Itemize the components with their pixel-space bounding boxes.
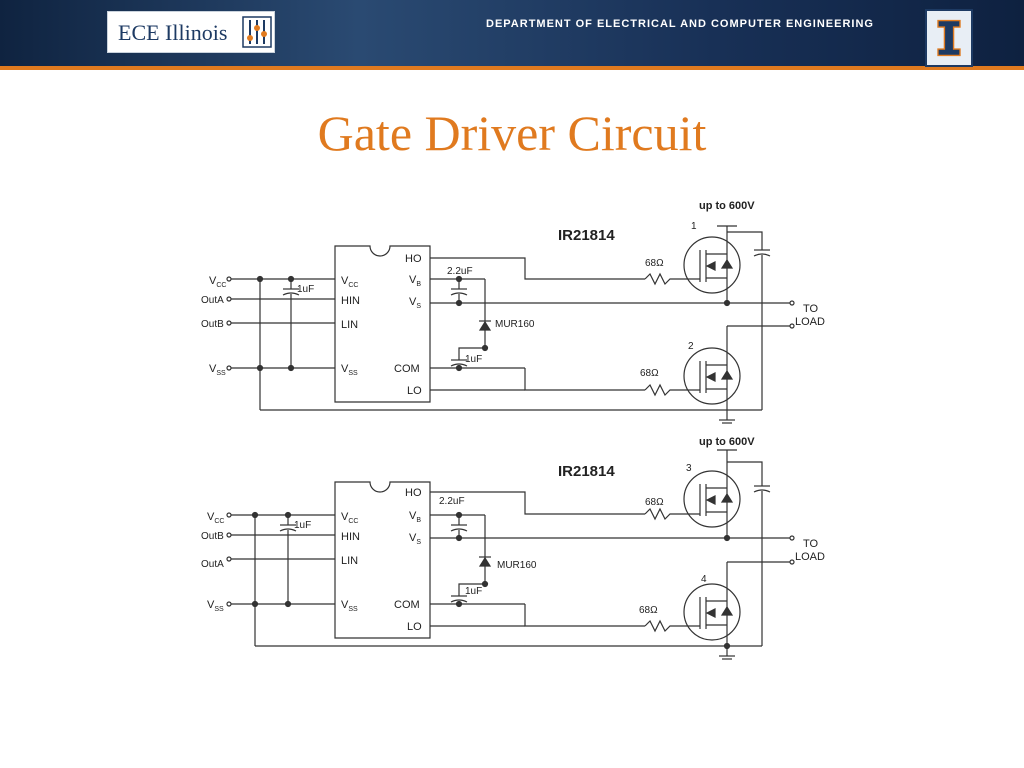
input-vcc-label: VCC (207, 511, 224, 525)
pin-lo-label: LO (407, 385, 422, 397)
res-high-label: 68Ω (645, 497, 664, 508)
circuit-2 (226, 449, 795, 660)
load-label-line2: LOAD (795, 316, 825, 328)
load-label-line1: TO (803, 538, 819, 550)
circuit-2-labels: VCC OutB OutA VSS 1uF VCC HIN LIN VSS HO… (201, 436, 825, 633)
input-outb-label: OutB (201, 531, 224, 542)
cap-boot-label: 2.2uF (439, 496, 465, 507)
input-outb-label: OutB (201, 319, 224, 330)
input-outa-label: OutA (201, 559, 224, 570)
pin-com-label: COM (394, 599, 420, 611)
chip-name-label: IR21814 (558, 463, 615, 480)
res-low-label: 68Ω (639, 605, 658, 616)
pin-com-label: COM (394, 363, 420, 375)
cap-low-label: 1uF (465, 354, 482, 365)
mosfet-high-number: 1 (691, 221, 697, 232)
res-high-label: 68Ω (645, 258, 664, 269)
input-vcc-label: VCC (209, 275, 226, 289)
pin-lin-label: LIN (341, 555, 358, 567)
pin-lin-label: LIN (341, 319, 358, 331)
pin-hin-label: HIN (341, 531, 360, 543)
pin-ho-label: HO (405, 487, 422, 499)
gate-driver-schematic: VCC OutA OutB VSS 1uF VCC HIN LIN VSS HO… (195, 192, 835, 674)
circuit-logo-icon (242, 16, 272, 48)
header-banner: ECE Illinois DEPARTMENT OF ELECTRICAL AN… (0, 0, 1024, 70)
pin-ho-label: HO (405, 253, 422, 265)
pin-vb-label: VB (409, 274, 421, 288)
diode-label: MUR160 (495, 319, 535, 330)
input-vss-label: VSS (209, 363, 226, 377)
pin-lo-label: LO (407, 621, 422, 633)
cap-boot-label: 2.2uF (447, 266, 473, 277)
pin-vb-label: VB (409, 510, 421, 524)
mosfet-low-number: 4 (701, 574, 707, 585)
input-vss-label: VSS (207, 599, 224, 613)
load-label-line2: LOAD (795, 551, 825, 563)
pin-vcc-label: VCC (341, 275, 358, 289)
circuit-1-labels: VCC OutA OutB VSS 1uF VCC HIN LIN VSS HO… (201, 200, 825, 397)
mosfet-low-number: 2 (688, 341, 694, 352)
res-low-label: 68Ω (640, 368, 659, 379)
mosfet-high-number: 3 (686, 463, 692, 474)
chip-body (334, 481, 431, 639)
diode-label: MUR160 (497, 560, 537, 571)
supply-label: up to 600V (699, 436, 755, 448)
pin-vss-label: VSS (341, 599, 358, 613)
circuit-1 (226, 225, 795, 424)
logo-text: ECE Illinois (118, 20, 228, 45)
cap-input-label: 1uF (297, 284, 314, 295)
load-label-line1: TO (803, 303, 819, 315)
pin-vs-label: VS (409, 532, 421, 546)
header-accent-line (0, 66, 1024, 70)
ece-illinois-logo[interactable]: ECE Illinois (107, 11, 275, 53)
pin-hin-label: HIN (341, 295, 360, 307)
chip-body (334, 245, 431, 403)
pin-vcc-label: VCC (341, 511, 358, 525)
chip-name-label: IR21814 (558, 227, 615, 244)
cap-input-label: 1uF (294, 520, 311, 531)
supply-label: up to 600V (699, 200, 755, 212)
pin-vss-label: VSS (341, 363, 358, 377)
input-outa-label: OutA (201, 295, 224, 306)
illinois-block-i-icon[interactable] (925, 9, 973, 67)
department-name: DEPARTMENT OF ELECTRICAL AND COMPUTER EN… (486, 18, 874, 30)
pin-vs-label: VS (409, 296, 421, 310)
slide-title: Gate Driver Circuit (317, 105, 707, 161)
cap-low-label: 1uF (465, 586, 482, 597)
